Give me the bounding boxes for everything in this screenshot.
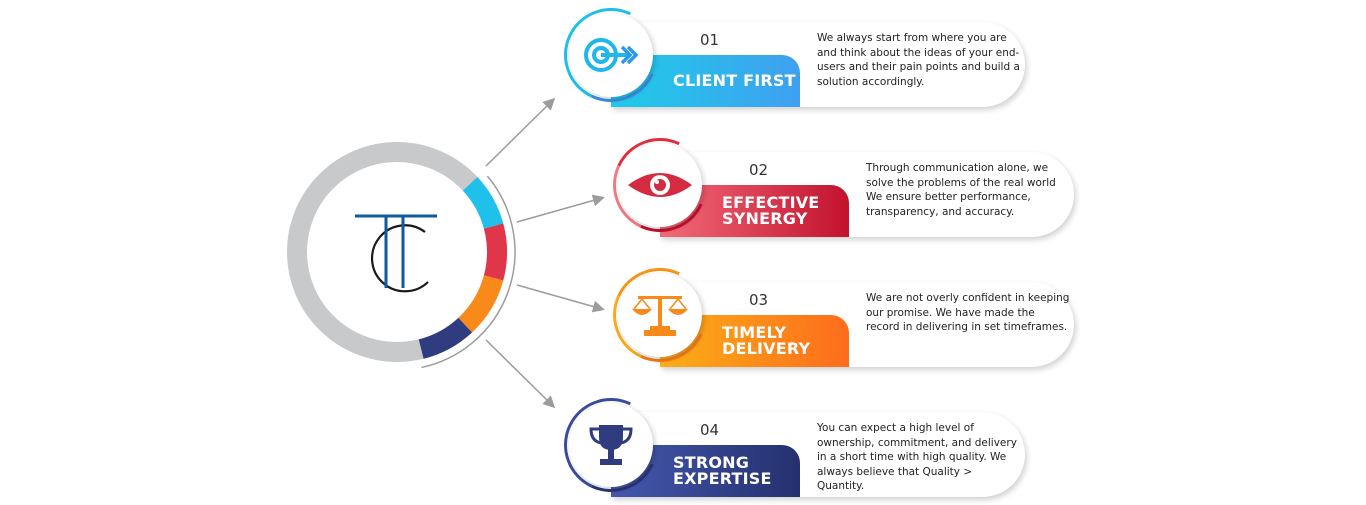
hub-diagram — [287, 97, 605, 409]
ring-segment-orange — [458, 274, 504, 333]
target-arrow-icon — [584, 38, 638, 72]
ring-segment-cyan — [462, 176, 504, 230]
connector-arrow-4 — [485, 339, 556, 409]
card-client-first: CLIENT FIRST 01 We always start from whe… — [550, 0, 1041, 116]
trophy-icon — [589, 425, 633, 465]
card-number: 02 — [749, 161, 769, 179]
scales-icon — [632, 296, 688, 336]
card-number: 01 — [700, 31, 720, 49]
card-number: 04 — [700, 421, 720, 439]
outer-arc — [421, 175, 516, 369]
icon-badge — [569, 13, 653, 97]
icon-badge — [569, 403, 653, 487]
ring-segment-navy — [418, 317, 473, 359]
card-description: We always start from where you are and t… — [817, 32, 1020, 88]
eye-icon — [628, 173, 692, 197]
tc-logo — [355, 214, 437, 293]
card-description: You can expect a high level of ownership… — [817, 422, 1017, 492]
card-description: We are not overly confident in keeping o… — [866, 292, 1070, 333]
connector-arrow-3 — [516, 284, 605, 313]
hub-inner-disk — [308, 163, 486, 341]
card-description: Through communication alone, we solve th… — [866, 162, 1056, 218]
icon-badge — [618, 143, 702, 227]
connector-arrow-2 — [516, 194, 605, 223]
ring-segment-red — [483, 223, 507, 281]
connector-arrow-1 — [485, 97, 556, 167]
card-number: 03 — [749, 291, 769, 309]
icon-badge — [618, 273, 702, 357]
